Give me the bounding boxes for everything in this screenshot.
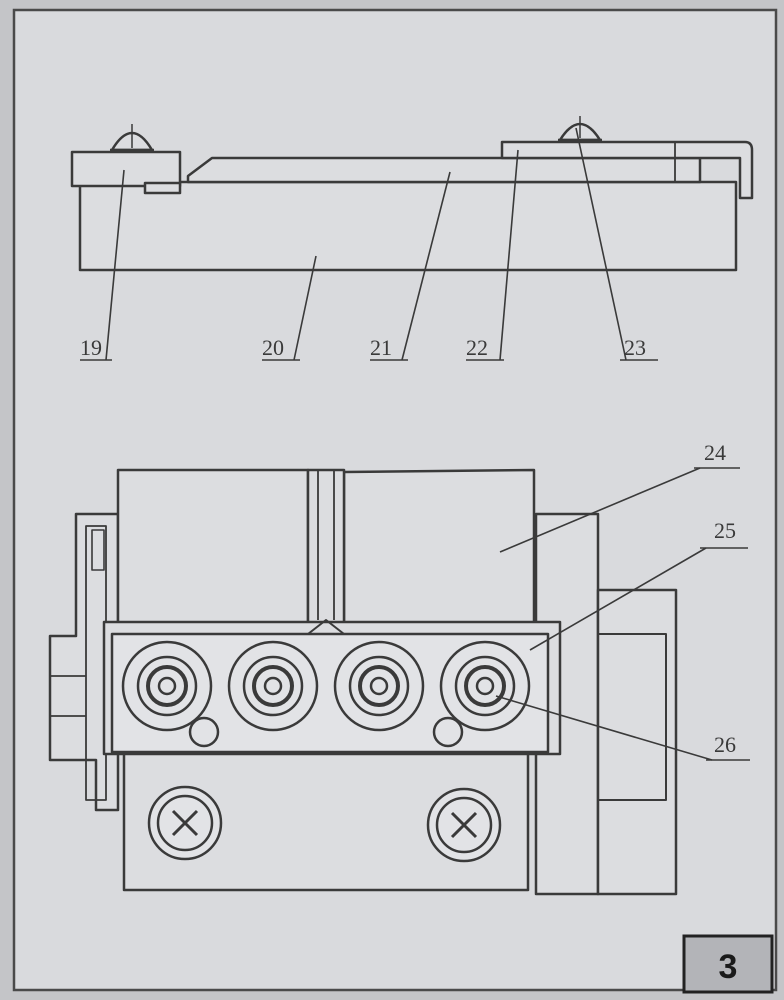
side-block-right <box>596 588 678 896</box>
strip-top-edge <box>112 619 548 635</box>
bottom-assembly <box>48 468 678 896</box>
terminal-screw-3 <box>333 640 425 732</box>
page-number-box <box>682 934 774 994</box>
clamp-step <box>143 181 182 195</box>
mounting-screw-left <box>147 785 223 861</box>
plate-part-21 <box>186 156 702 184</box>
terminal-screw-2 <box>227 640 319 732</box>
callout-19: 19 <box>80 335 102 360</box>
terminal-screw-1 <box>121 640 213 732</box>
side-window-right <box>597 633 667 801</box>
leader-lines-top <box>80 127 658 361</box>
clamp-block-part-19 <box>70 150 182 188</box>
callout-23: 23 <box>624 335 646 360</box>
page-number: 3 <box>719 948 738 986</box>
top-assembly <box>70 116 754 272</box>
terminal-screw-4-part-26 <box>439 640 531 732</box>
locating-pin-left <box>188 716 220 748</box>
left-grooves <box>50 675 86 717</box>
leader-lines-bottom <box>495 467 750 761</box>
locating-pin-right <box>432 716 464 748</box>
callout-21: 21 <box>370 335 392 360</box>
bracket-part-22 <box>500 140 754 200</box>
left-channel <box>85 525 107 801</box>
mounting-screw-right <box>426 787 502 863</box>
left-tab <box>91 529 105 571</box>
callout-22: 22 <box>466 335 488 360</box>
callout-20: 20 <box>262 335 284 360</box>
center-slot <box>306 468 346 632</box>
body-part-20 <box>78 180 738 272</box>
upper-block-left <box>116 468 310 632</box>
callout-25: 25 <box>714 518 736 543</box>
callout-24: 24 <box>704 440 726 465</box>
callout-26: 26 <box>714 732 736 757</box>
